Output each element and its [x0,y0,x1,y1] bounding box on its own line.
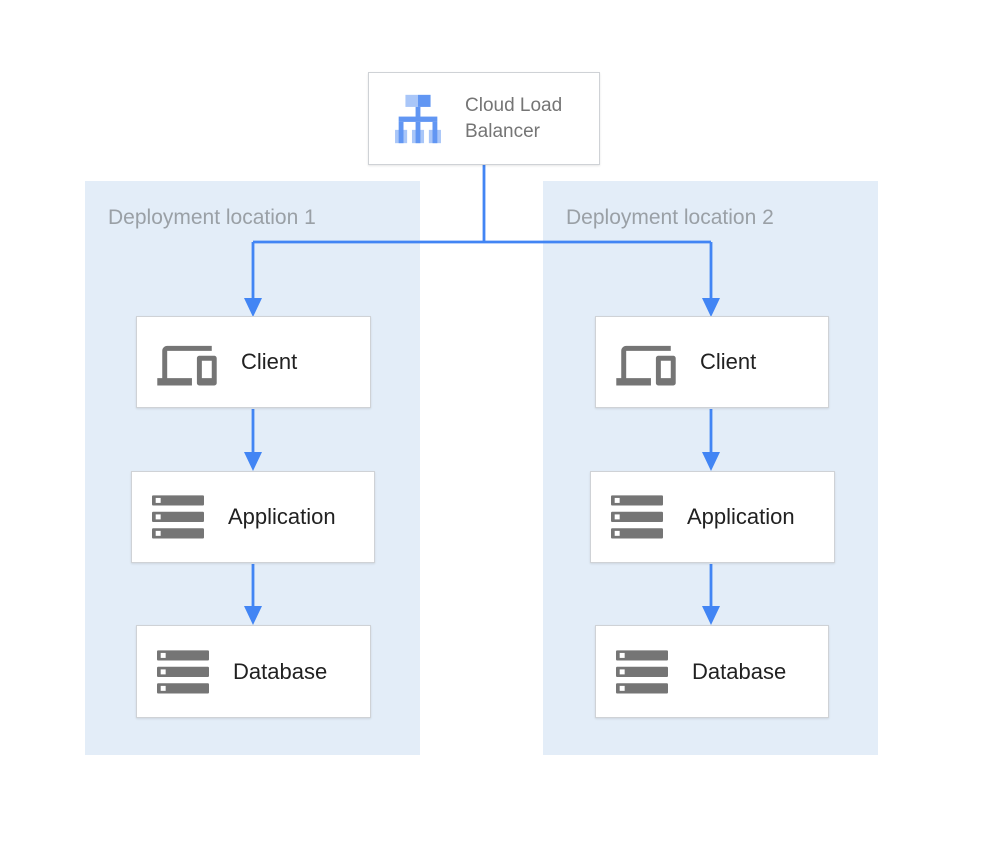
node-database-1: Database [136,625,371,718]
server-stack-icon [611,495,663,539]
devices-icon [157,336,217,388]
server-stack-icon [152,495,204,539]
node-application-2: Application [590,471,835,563]
server-stack-icon [157,649,209,694]
node-cloud-load-balancer: Cloud Load Balancer [368,72,600,165]
node-label: Database [233,658,328,684]
node-label: Client [700,349,757,374]
node-client-1: Client [136,316,371,408]
node-application-1: Application [131,471,375,563]
deployment-location-1-label: Deployment location 1 [108,206,316,229]
deployment-location-2-label: Deployment location 2 [566,206,774,229]
node-database-2: Database [595,625,829,718]
load-balancer-label: Cloud Load Balancer [465,94,563,142]
load-balancer-icon [389,92,447,146]
node-label: Database [692,658,787,684]
devices-icon [616,336,676,388]
node-client-2: Client [595,316,829,408]
node-label: Application [687,504,795,529]
server-stack-icon [616,649,668,694]
node-label: Client [241,349,298,374]
node-label: Application [228,504,336,529]
